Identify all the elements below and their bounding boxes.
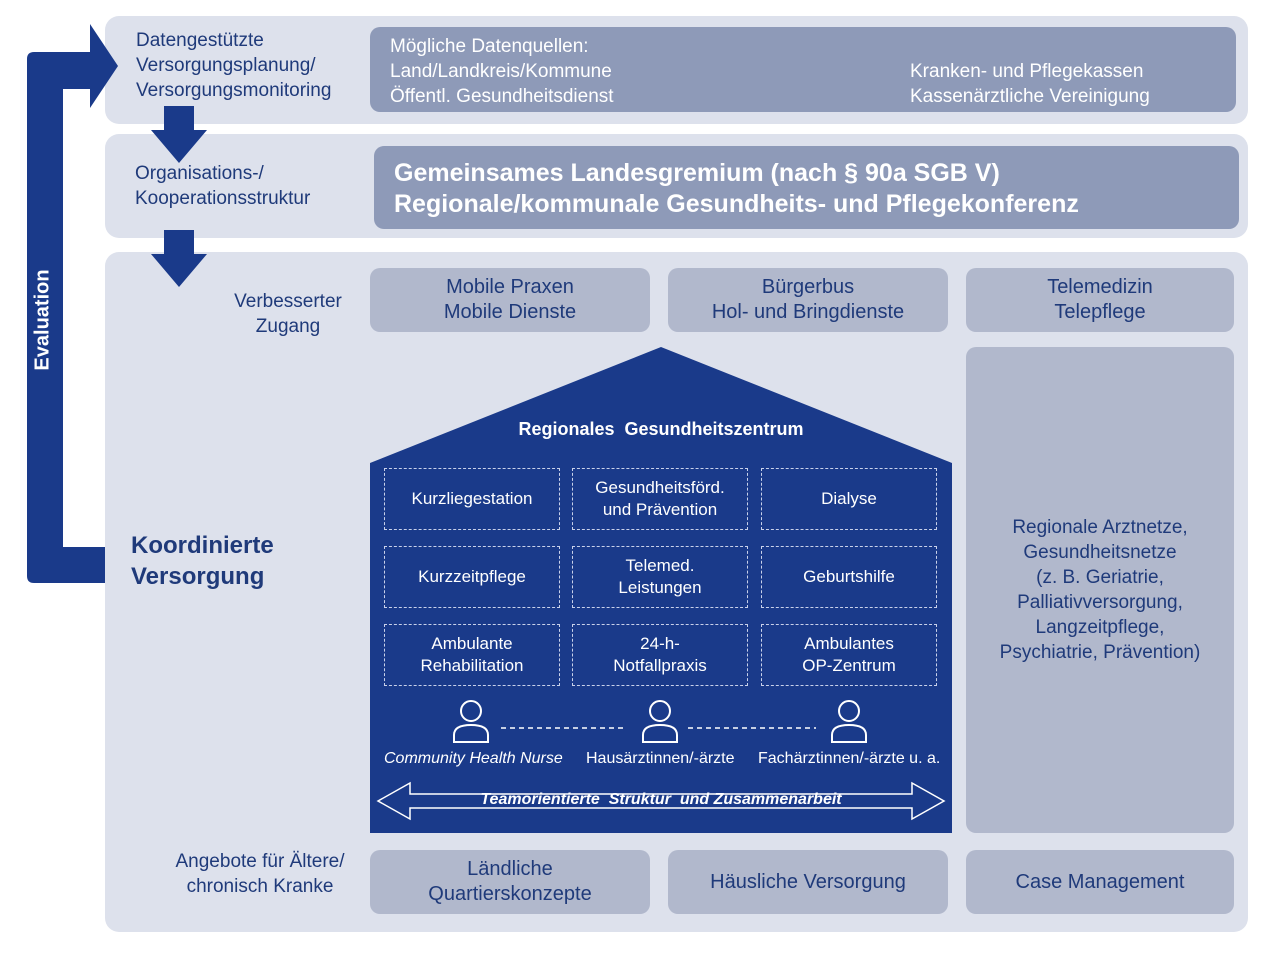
state-committee: Gemeinsames Landesgremium (nach § 90a SG… (394, 159, 1000, 187)
service-cell: Dialyse (761, 468, 937, 530)
data-sources-box: Mögliche Datenquellen: Land/Landkreis/Ko… (370, 27, 1236, 112)
evaluation-label: Evaluation (31, 269, 54, 371)
elderly-label: Angebote für Ältere/ chronisch Kranke (175, 851, 345, 897)
networks-box: Regionale Arztnetze, Gesundheitsnetze (z… (966, 347, 1234, 833)
access-label: Verbesserter Zugang (234, 291, 342, 337)
service-cell: Kurzliegestation (384, 468, 560, 530)
organisation-label: Organisations-/ Kooperationsstruktur (135, 163, 311, 209)
service-cell: Gesundheitsförd.und Prävention (572, 468, 748, 530)
team-structure-label: Teamorientierte Struktur und Zusammenarb… (480, 791, 842, 808)
person-icon (642, 700, 678, 743)
health-center-title: Regionales Gesundheitszentrum (518, 419, 804, 439)
coordinated-care-label: Koordinierte Versorgung (131, 532, 274, 590)
down-arrow-icon (151, 230, 207, 287)
health-conference: Regionale/kommunale Gesundheits- und Pfl… (394, 190, 1079, 218)
data-source: Kassenärztliche Vereinigung (910, 86, 1150, 107)
planning-label: Datengestützte Versorgungsplanung/ Verso… (136, 30, 332, 101)
service-cell: Geburtshilfe (761, 546, 937, 608)
service-cell: Kurzzeitpflege (384, 546, 560, 608)
elderly-box-case-management: Case Management (966, 850, 1234, 914)
role-specialist: Fachärztinnen/-ärzte u. a. (758, 750, 941, 767)
down-arrow-icon (151, 106, 207, 163)
elderly-box-home-care: Häusliche Versorgung (668, 850, 948, 914)
elderly-box-quarter: Ländliche Quartierskonzepte (370, 850, 650, 914)
access-box-mobile: Mobile Praxen Mobile Dienste (370, 268, 650, 332)
organisation-box: Gemeinsames Landesgremium (nach § 90a SG… (374, 146, 1239, 229)
data-source: Land/Landkreis/Kommune (390, 61, 612, 82)
role-nurse: Community Health Nurse (384, 750, 563, 767)
data-sources-title: Mögliche Datenquellen: (390, 36, 589, 57)
role-gp: Hausärztinnen/-ärzte (586, 750, 735, 767)
data-source: Kranken- und Pflegekassen (910, 61, 1144, 82)
data-source: Öffentl. Gesundheitsdienst (390, 86, 614, 107)
evaluation-arrow (27, 24, 118, 583)
service-cell: Telemed.Leistungen (572, 546, 748, 608)
access-box-telemedicine: Telemedizin Telepflege (966, 268, 1234, 332)
person-icon (453, 700, 489, 743)
person-icon (831, 700, 867, 743)
access-box-bus: Bürgerbus Hol- und Bringdienste (668, 268, 948, 332)
service-cell: 24-h-Notfallpraxis (572, 624, 748, 686)
